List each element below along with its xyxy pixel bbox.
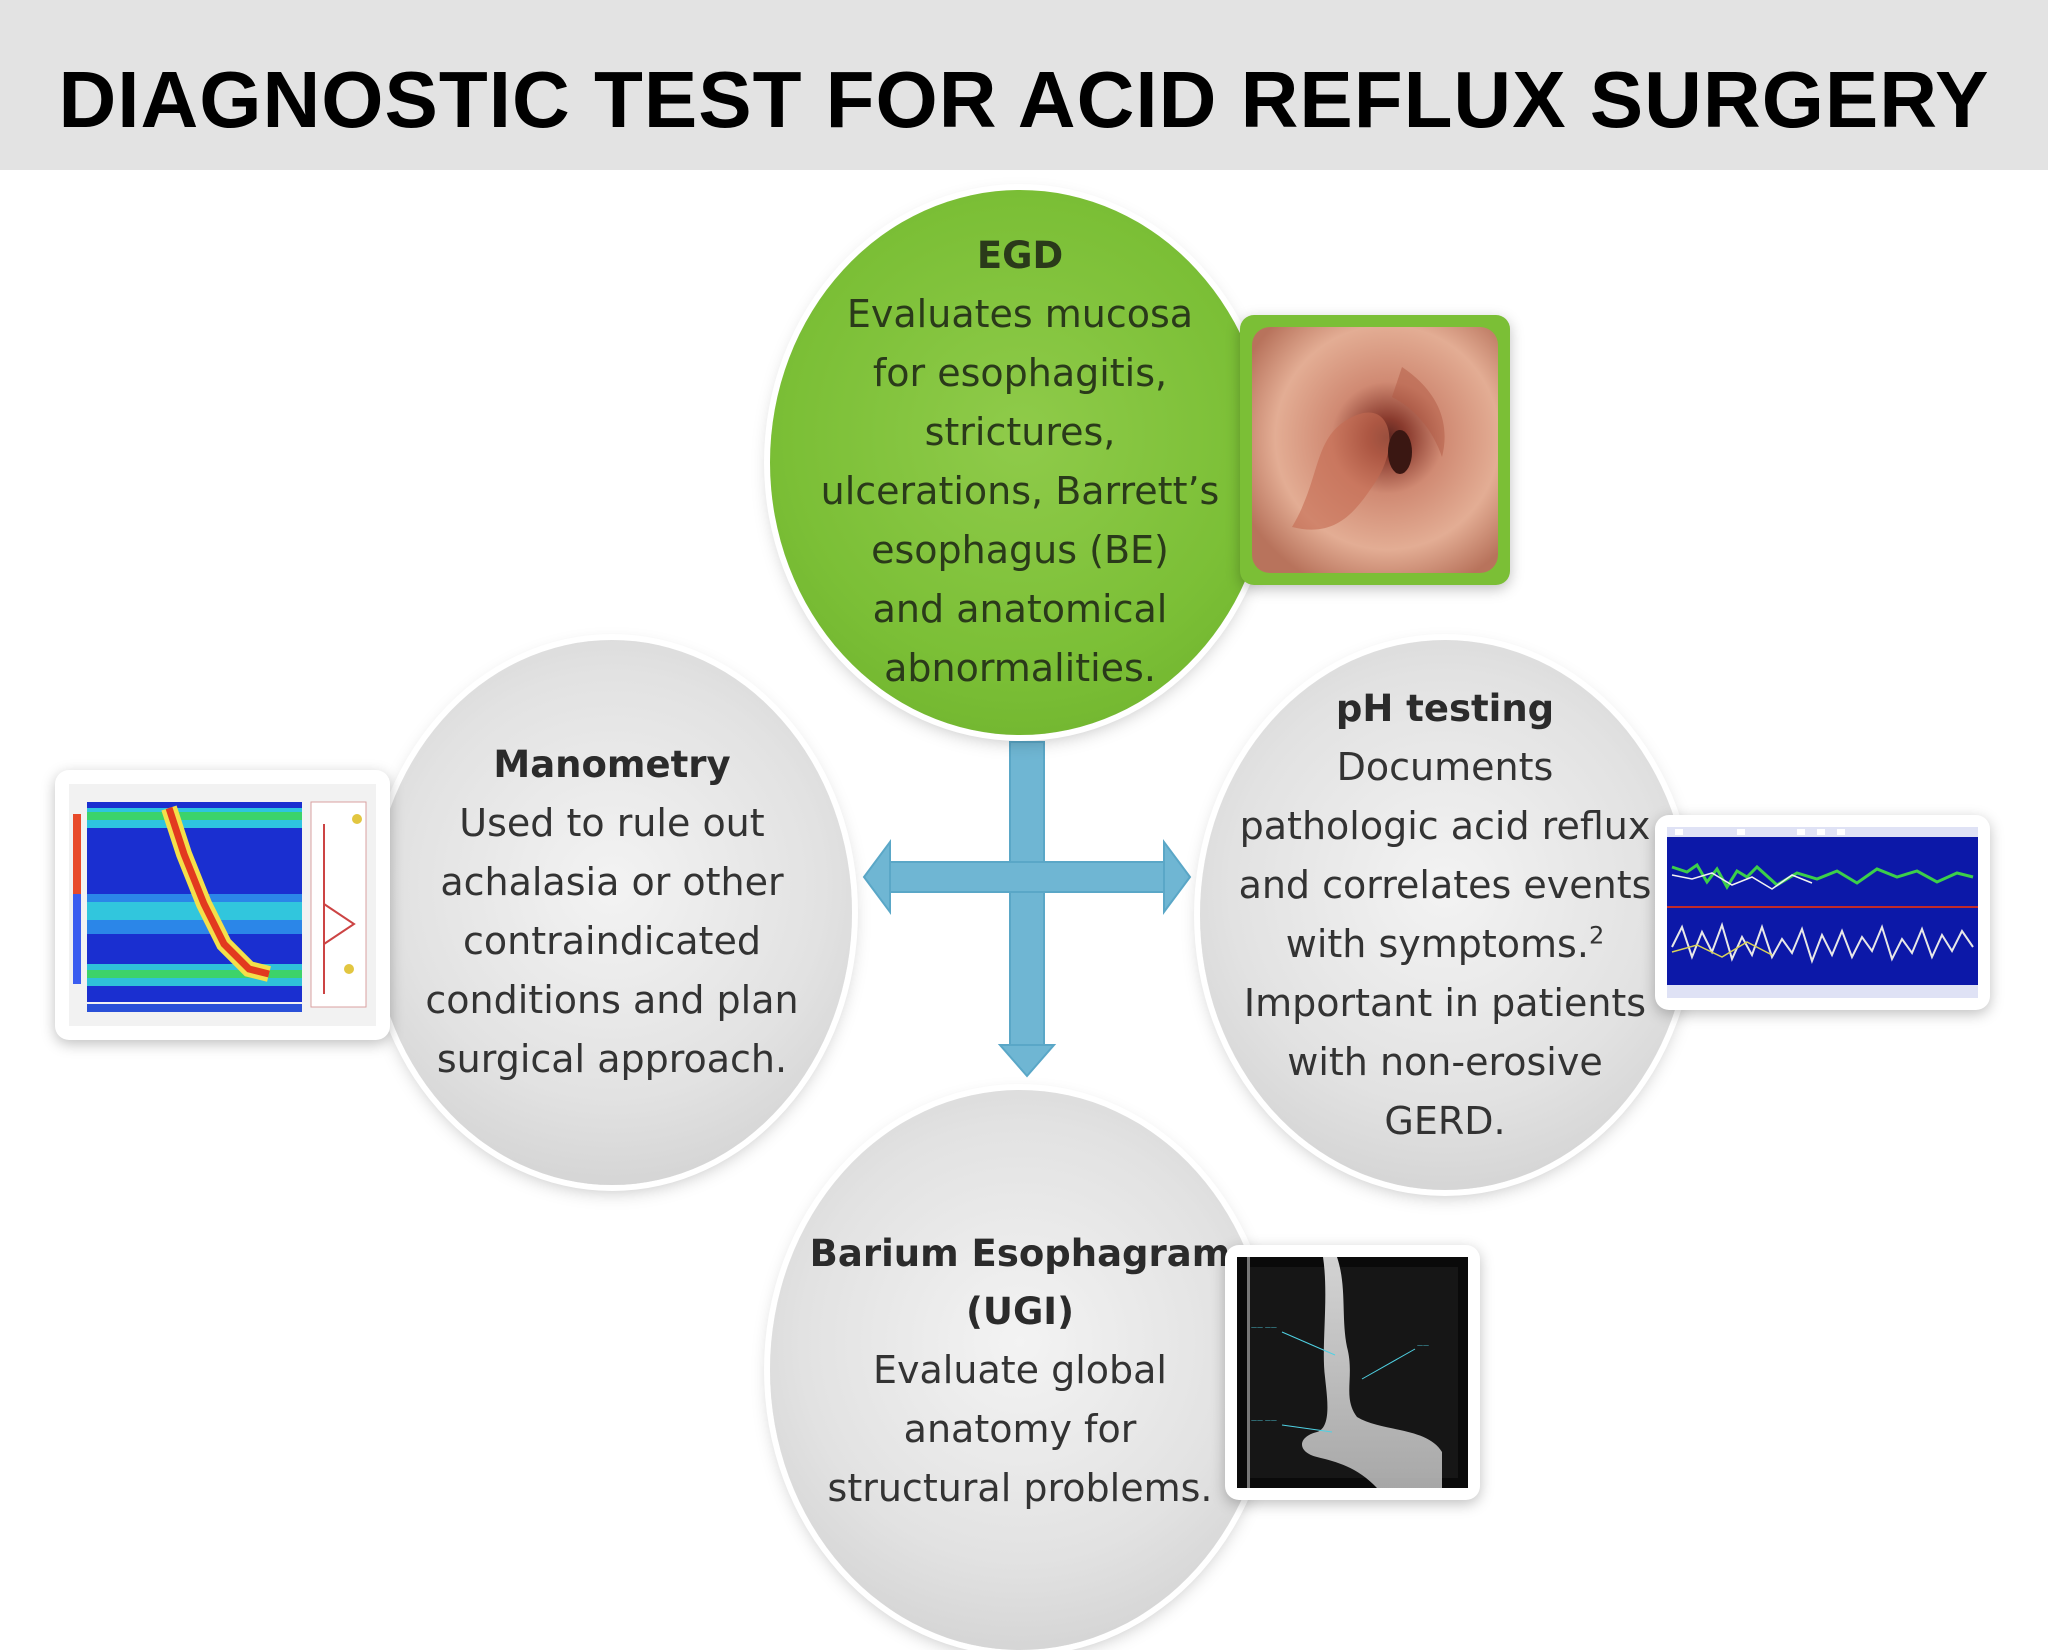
ph-circle: pH testing Documents pathologic acid ref… (1200, 640, 1690, 1190)
title-bar (0, 0, 2048, 170)
egd-text: Evaluates mucosa for esophagitis, strict… (820, 292, 1220, 690)
horizontal-shaft (887, 861, 1167, 893)
ph-heading: pH testing (1335, 686, 1555, 730)
vertical-shaft (1009, 741, 1045, 1055)
svg-text:——: —— (1417, 1342, 1429, 1349)
xray-image: —— —— —— —— —— (1225, 1245, 1480, 1500)
manometry-circle: Manometry Used to rule out achalasia or … (372, 640, 852, 1185)
endoscopy-image (1240, 315, 1510, 585)
svg-text:—— ——: —— —— (1251, 1417, 1277, 1424)
ph-text-after: Important in patients with non-erosive G… (1243, 980, 1647, 1143)
manometry-text: Used to rule out achalasia or other cont… (425, 801, 799, 1081)
manometry-plot-image (55, 770, 390, 1040)
arrow-right-head (1163, 838, 1192, 916)
ph-superscript: 2 (1588, 920, 1605, 949)
barium-text: Evaluate global anatomy for structural p… (827, 1348, 1213, 1510)
arrow-down-head (997, 1044, 1057, 1078)
manometry-heading: Manometry (493, 743, 731, 786)
barium-circle: Barium Esophagram (UGI) Evaluate global … (770, 1090, 1270, 1650)
barium-heading: Barium Esophagram (UGI) (809, 1232, 1231, 1333)
egd-circle: EGD Evaluates mucosa for esophagitis, st… (770, 190, 1270, 735)
ph-text-before: Documents pathologic acid reflux and cor… (1238, 744, 1652, 966)
arrow-left-head (862, 838, 891, 916)
ph-text: Documents pathologic acid reflux and cor… (1239, 738, 1652, 1151)
egd-heading: EGD (976, 234, 1064, 277)
ph-tracing-image (1655, 815, 1990, 1010)
svg-text:—— ——: —— —— (1251, 1324, 1277, 1331)
page-title: DIAGNOSTIC TEST FOR ACID REFLUX SURGERY (58, 55, 1990, 144)
